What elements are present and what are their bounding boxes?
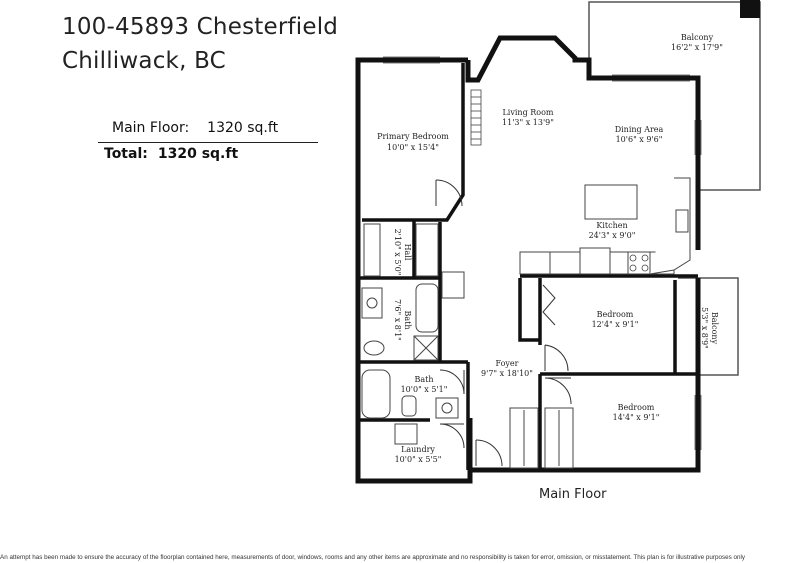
exterior-walls <box>355 35 701 484</box>
doors <box>435 179 572 467</box>
hall-dims: 2'10" x 5'0" <box>393 229 402 276</box>
total-area: Total: 1320 sq.ft <box>104 146 238 162</box>
laundry-dims: 10'0" x 5'5" <box>395 455 442 464</box>
floor-label: Main Floor <box>539 487 607 502</box>
bedroom-2-dims: 14'4" x 9'1" <box>613 413 660 422</box>
closets <box>363 223 574 469</box>
balcony-small-dims: 5'3" x 8'9" <box>700 307 709 349</box>
bath-ensuite-name: Bath <box>403 310 412 329</box>
laundry-name: Laundry <box>401 445 435 454</box>
area-divider <box>98 142 318 143</box>
primary-bedroom-dims: 10'0" x 15'4" <box>387 143 439 152</box>
hall-name: Hall <box>403 244 412 261</box>
dining-area-dims: 10'6" x 9'6" <box>616 135 663 144</box>
foyer-name: Foyer <box>495 359 518 368</box>
living-room-name: Living Room <box>502 108 553 117</box>
balcony-small-outline <box>678 277 739 376</box>
main-floor-area: Main Floor: 1320 sq.ft <box>112 120 278 136</box>
bedroom-1-dims: 12'4" x 9'1" <box>592 320 639 329</box>
address-line-2: Chilliwack, BC <box>62 48 226 74</box>
balcony-small-name: Balcony <box>710 312 719 345</box>
total-area-value: 1320 sq.ft <box>157 146 239 162</box>
balcony-post <box>740 0 760 18</box>
fireplace <box>470 89 482 146</box>
dining-area-name: Dining Area <box>615 125 664 134</box>
kitchen-counters <box>519 177 691 275</box>
stove-burners <box>629 254 649 272</box>
bath-main-name: Bath <box>414 375 433 384</box>
kitchen-name: Kitchen <box>596 221 627 230</box>
balcony-large-dims: 16'2" x 17'9" <box>671 43 723 52</box>
main-floor-area-label: Main Floor: <box>112 120 190 136</box>
bath-main-dims: 10'0" x 5'1" <box>401 385 448 394</box>
balcony-large-outline <box>588 1 761 191</box>
address-line-1: 100-45893 Chesterfield <box>62 14 339 40</box>
living-room-dims: 11'3" x 13'9" <box>502 118 554 127</box>
bathroom-fixtures <box>361 271 465 445</box>
foyer-dims: 9'7" x 18'10" <box>481 369 533 378</box>
interior-walls <box>360 63 698 470</box>
total-area-label: Total: <box>104 146 148 162</box>
disclaimer: An attempt has been made to ensure the a… <box>0 554 746 561</box>
main-floor-area-value: 1320 sq.ft <box>207 120 279 136</box>
primary-bedroom-name: Primary Bedroom <box>377 132 449 141</box>
bedroom-1-name: Bedroom <box>597 310 634 319</box>
bath-ensuite-dims: 7'6" x 8'1" <box>393 299 402 341</box>
bedroom-2-name: Bedroom <box>618 403 655 412</box>
kitchen-dims: 24'3" x 9'0" <box>589 231 636 240</box>
room-labels: Primary Bedroom 10'0" x 15'4" Living Roo… <box>377 33 723 464</box>
balcony-large-name: Balcony <box>681 33 714 42</box>
windows <box>383 56 702 450</box>
